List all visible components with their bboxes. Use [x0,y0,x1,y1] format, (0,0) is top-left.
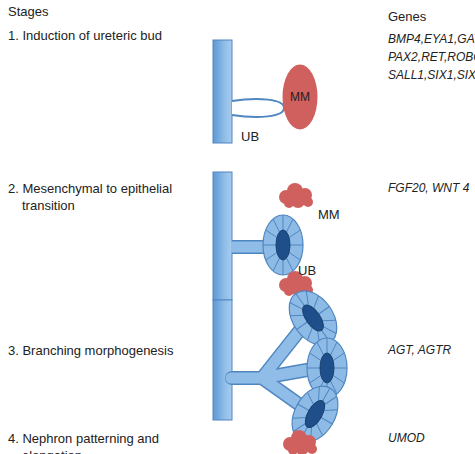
mesenchyme-ellipse: MM [282,64,318,130]
mesenchyme-shape [283,65,318,130]
part-label: UB [298,262,316,279]
part-label: UB [241,128,259,145]
part-label: MM [290,90,310,104]
branching-tree-outline [232,330,307,405]
mesenchyme-cluster [279,183,313,208]
ureteric-stalk-outline [232,240,265,254]
wolffian-duct [213,40,232,143]
ampulla-cup [263,215,303,275]
gene-list: FGF20, WNT 4 [388,180,469,197]
wolffian-duct [213,300,232,420]
stage-label: 1. Induction of ureteric bud [8,27,162,44]
part-label: MM [318,206,340,223]
gene-list: UMOD [388,430,425,447]
ureteric-bud-loop [232,99,284,117]
column-heading: Genes [388,8,426,25]
stage-label: 3. Branching morphogenesis [8,342,174,359]
stage-label: 2. Mesenchymal to epithelial transition [8,180,202,214]
stage-label: 4. Nephron patterning and elongation [8,430,187,454]
mesenchyme-cluster [283,430,317,454]
ureteric-stalk [231,242,266,253]
branching-tree [231,330,307,405]
gene-list: BMP4,EYA1,GATA3, PAX2,RET,ROBO2 SALL1,SI… [388,30,398,84]
wolffian-duct [213,172,232,300]
column-heading: Stages [8,3,48,20]
gene-list: AGT, AGTR [388,342,451,359]
